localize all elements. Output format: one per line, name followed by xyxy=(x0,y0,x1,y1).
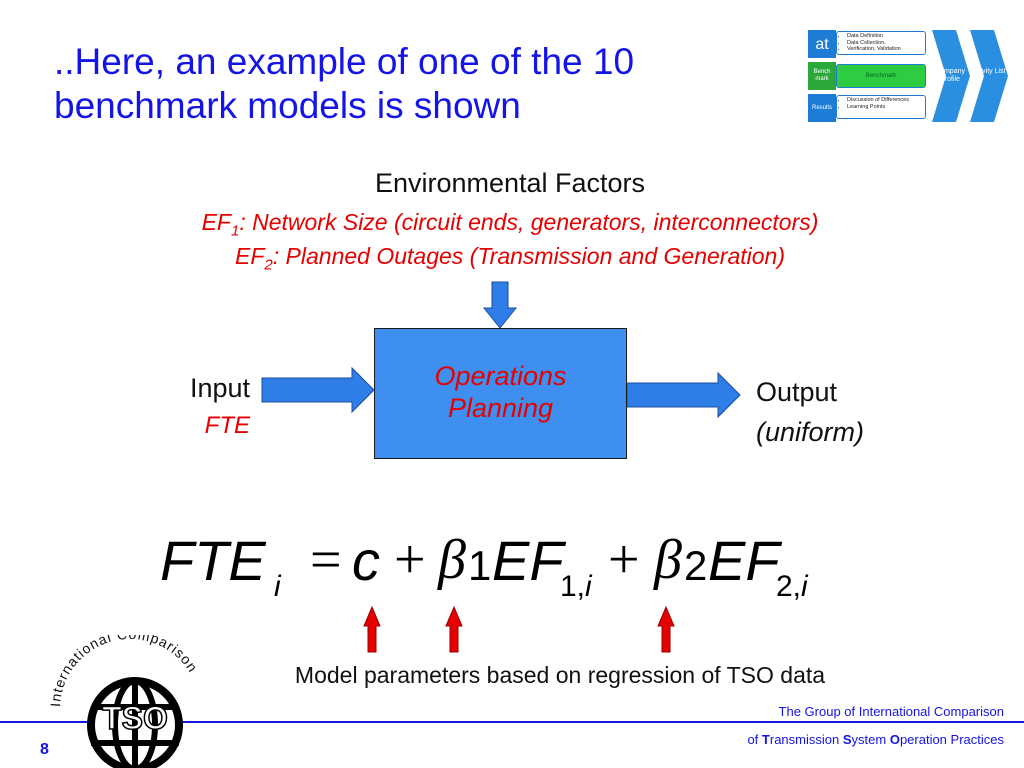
eq-fte-sub-i: i xyxy=(274,570,281,603)
eq-ef-2-sub: 2,i xyxy=(776,570,808,603)
footer-divider xyxy=(0,721,1024,723)
chevron-activity-list-icon[interactable] xyxy=(970,30,1008,122)
eq-ef-1-sub: 1,i xyxy=(560,570,592,603)
nav-tab-company-profile[interactable]: Company Profile xyxy=(935,68,965,83)
up-arrow-beta1-icon xyxy=(445,605,463,653)
logo-tso-text: TSO xyxy=(102,700,168,736)
nav-step-benchmark[interactable]: Bench mark xyxy=(808,62,836,90)
eq-beta-1: β xyxy=(438,529,466,591)
input-arrow-icon xyxy=(261,366,375,414)
chevron-company-profile-icon[interactable] xyxy=(932,30,970,122)
regression-equation: FTE i = c + β 1 EF 1,i + β 2 EF 2,i xyxy=(160,528,860,608)
eq-beta-1-index: 1 xyxy=(468,542,492,589)
eq-equals: = xyxy=(310,529,342,591)
input-label: Input xyxy=(189,373,250,403)
input-sub-label: FTE xyxy=(204,412,250,439)
operations-planning-label: Operations Planning xyxy=(434,361,567,423)
nav-chevrons xyxy=(932,30,1008,122)
nav-step-definition[interactable]: at xyxy=(808,30,836,58)
eq-plus-2: + xyxy=(608,529,640,591)
output-arrow-icon xyxy=(626,371,741,419)
page-number: 8 xyxy=(40,741,49,758)
nav-tab-activity-list[interactable]: Activity List xyxy=(970,68,1006,75)
nav-detail-results: Discussion of Differences Learning Point… xyxy=(836,95,926,119)
footer-org-line2: of Transmission System Operation Practic… xyxy=(747,732,1004,747)
footer-org-line1: The Group of International Comparison xyxy=(778,704,1004,719)
eq-beta-2: β xyxy=(654,529,682,591)
down-arrow-icon xyxy=(482,281,518,329)
output-sub-label: (uniform) xyxy=(756,417,865,447)
model-parameters-caption: Model parameters based on regression of … xyxy=(294,662,826,688)
nav-step-results[interactable]: Results xyxy=(808,94,836,122)
process-nav: at Data Definition Data Collection, Veri… xyxy=(800,28,1010,128)
eq-beta-2-index: 2 xyxy=(684,542,708,589)
environmental-factors-heading: Environmental Factors xyxy=(374,168,646,198)
eq-ef-1: EF xyxy=(492,529,564,592)
nav-detail-definition: Data Definition Data Collection, Verific… xyxy=(836,31,926,55)
ef1-line: EF1: Network Size (circuit ends, generat… xyxy=(201,209,819,240)
eq-ef-2: EF xyxy=(708,529,780,592)
slide-title: ..Here, an example of one of the 10 benc… xyxy=(54,41,635,126)
eq-plus-1: + xyxy=(394,529,426,591)
up-arrow-beta2-icon xyxy=(657,605,675,653)
nav-detail-benchmark: Benchmark xyxy=(836,64,926,88)
eq-fte: FTE xyxy=(160,529,266,592)
up-arrow-c-icon xyxy=(363,605,381,653)
tso-logo: International Comparison TSO xyxy=(47,635,200,768)
output-label: Output xyxy=(756,377,838,407)
globe-icon xyxy=(87,677,183,768)
ef2-line: EF2: Planned Outages (Transmission and G… xyxy=(235,243,785,274)
eq-c: c xyxy=(352,529,380,592)
operations-planning-box xyxy=(374,328,627,459)
